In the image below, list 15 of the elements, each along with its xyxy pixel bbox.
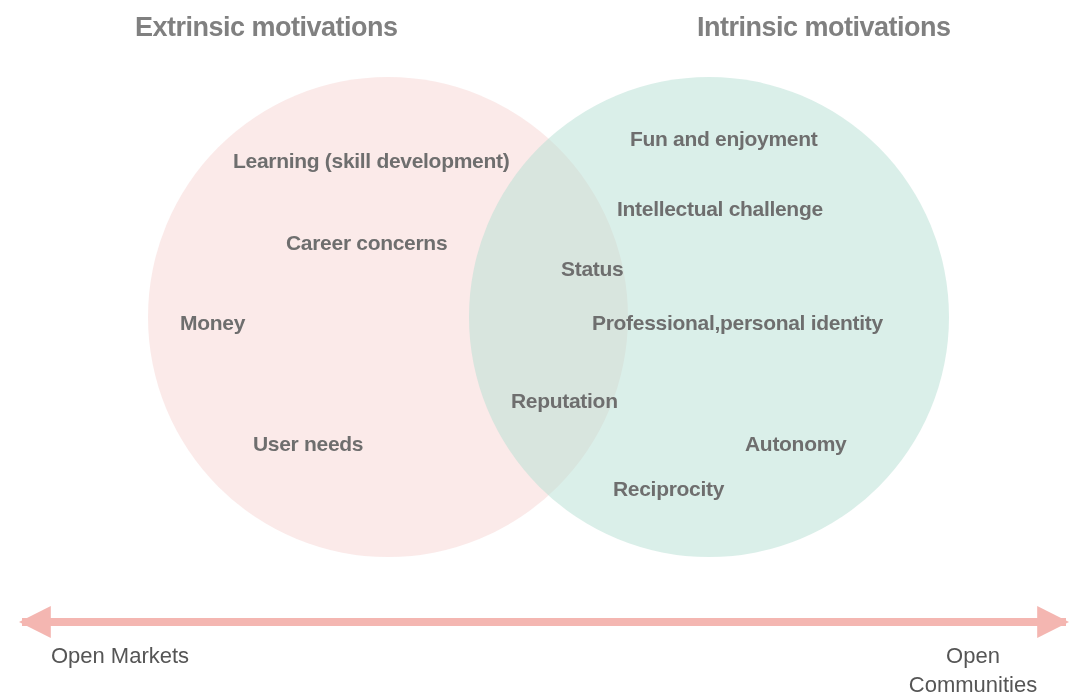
scale-end-label: Open Communities bbox=[907, 642, 1039, 699]
motivation-label: Money bbox=[180, 311, 245, 335]
circle-heading: Extrinsic motivations bbox=[135, 12, 398, 43]
motivation-label: Career concerns bbox=[286, 231, 448, 255]
scale-end-label: Open Markets bbox=[49, 642, 191, 670]
motivation-label: Professional,personal identity bbox=[592, 311, 883, 335]
motivation-label: Fun and enjoyment bbox=[630, 127, 818, 151]
motivation-label: User needs bbox=[253, 432, 364, 456]
motivation-label: Learning (skill development) bbox=[233, 149, 510, 173]
motivation-label: Reputation bbox=[511, 389, 618, 413]
motivation-label: Autonomy bbox=[745, 432, 847, 456]
motivation-label: Reciprocity bbox=[613, 477, 725, 501]
motivation-label: Status bbox=[561, 257, 624, 281]
motivation-label: Intellectual challenge bbox=[617, 197, 823, 221]
circle-heading: Intrinsic motivations bbox=[697, 12, 951, 43]
